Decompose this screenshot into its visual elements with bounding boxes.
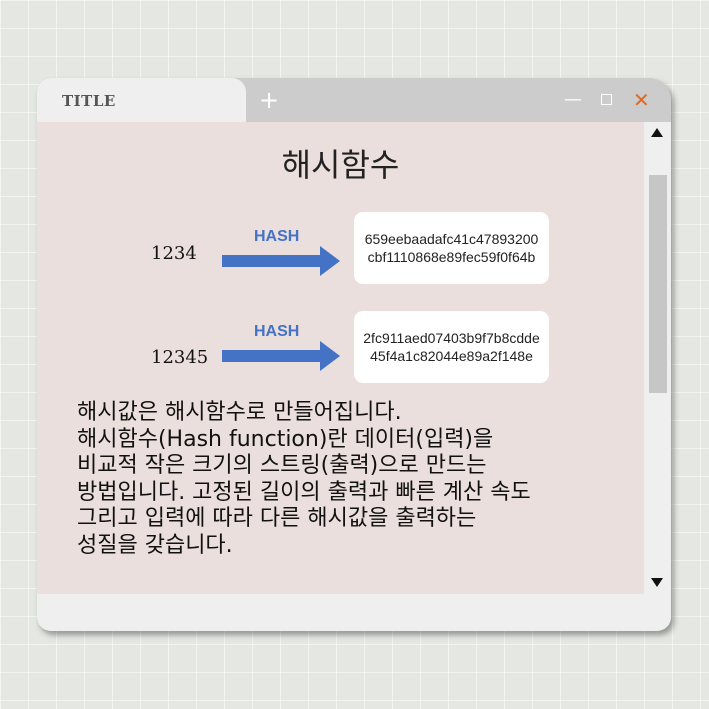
content-area: 해시함수 1234 HASH 659eebaadafc41c47893200cb…	[37, 122, 644, 594]
hash-output-2-text: 2fc911aed07403b9f7b8cdde45f4a1c82044e89a…	[363, 330, 540, 364]
paragraph-line: 해시함수(Hash function)란 데이터(입력)을	[77, 426, 494, 452]
hash-output-1: 659eebaadafc41c47893200cbf1110868e89fec5…	[354, 212, 549, 284]
arrow-right-icon	[222, 246, 340, 276]
hash-arrow-label-2: HASH	[254, 323, 300, 340]
hash-output-1-text: 659eebaadafc41c47893200cbf1110868e89fec5…	[364, 231, 539, 265]
close-icon[interactable]: ✕	[633, 88, 650, 112]
hash-input-2: 12345	[151, 347, 209, 368]
paragraph-line: 방법입니다. 고정된 길이의 출력과 빠른 계산 속도	[77, 479, 531, 505]
maximize-icon[interactable]	[601, 94, 612, 105]
paragraph-line: 그리고 입력에 따라 다른 해시값을 출력하는	[77, 506, 477, 531]
paragraph-line: 비교적 작은 크기의 스트링(출력)으로 만드는	[77, 453, 487, 478]
hash-output-2: 2fc911aed07403b9f7b8cdde45f4a1c82044e89a…	[354, 311, 549, 383]
hash-input-1: 1234	[151, 243, 197, 264]
scroll-down-icon[interactable]	[651, 578, 663, 587]
app-window: TITLE + — ✕ 해시함수 1234 HASH 659eebaadafc4…	[37, 78, 671, 631]
tab-title[interactable]: TITLE	[37, 78, 246, 122]
description-paragraph: 해시값은 해시함수로 만들어집니다. 해시함수(Hash function)란 …	[77, 400, 637, 559]
tab-title-label: TITLE	[62, 92, 116, 110]
arrow-right-icon	[222, 341, 340, 371]
page-title: 해시함수	[281, 146, 400, 184]
new-tab-icon[interactable]: +	[259, 86, 280, 114]
scroll-thumb[interactable]	[649, 175, 667, 393]
scroll-up-icon[interactable]	[651, 128, 663, 137]
paragraph-line: 성질을 갖습니다.	[77, 532, 233, 558]
paragraph-line: 해시값은 해시함수로 만들어집니다.	[77, 400, 402, 425]
vertical-scrollbar[interactable]	[644, 122, 671, 594]
minimize-icon[interactable]: —	[564, 89, 582, 110]
hash-arrow-label-1: HASH	[254, 228, 300, 245]
window-footer	[37, 594, 671, 631]
